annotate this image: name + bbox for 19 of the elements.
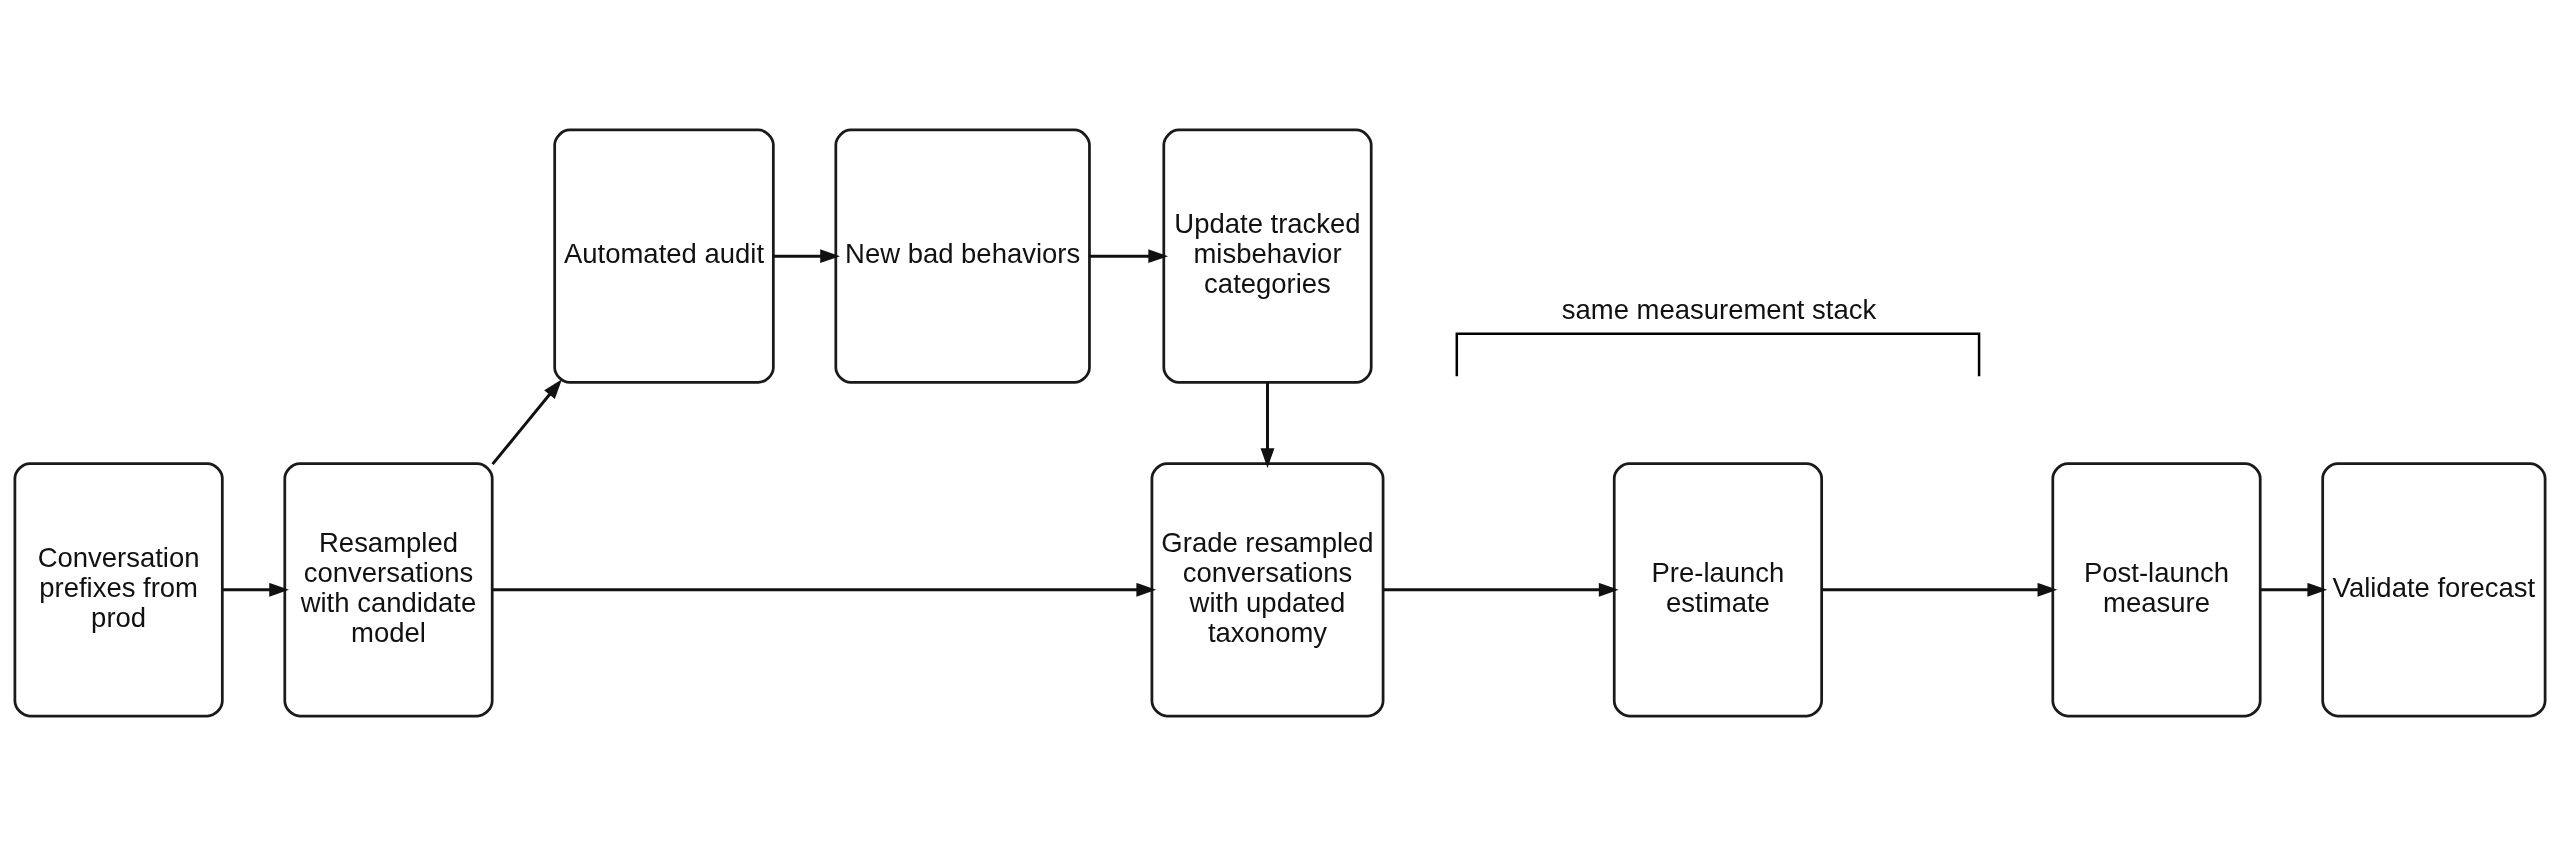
node-box: Conversation prefixes from prod bbox=[13, 462, 224, 718]
arrow bbox=[222, 582, 289, 597]
arrow bbox=[1822, 582, 2058, 597]
arrow bbox=[492, 582, 1157, 597]
arrow bbox=[1383, 582, 1619, 597]
node-box: Update tracked misbehavior categories bbox=[1162, 128, 1373, 384]
arrow bbox=[2260, 582, 2328, 597]
arrow bbox=[491, 379, 562, 466]
node-box: Post-launch measure bbox=[2051, 462, 2262, 718]
node-box: Grade resampled conversations with updated taxonomy bbox=[1150, 462, 1385, 718]
arrow bbox=[1089, 249, 1169, 264]
node-box: New bad behaviors bbox=[834, 128, 1091, 384]
node-box: Pre-launch estimate bbox=[1612, 462, 1824, 718]
node-box: Automated audit bbox=[553, 128, 775, 384]
node-box: Validate forecast bbox=[2321, 462, 2547, 718]
node-box: Resampled conversations with candidate model bbox=[283, 462, 494, 718]
arrow bbox=[1260, 382, 1275, 468]
label: same measurement stack bbox=[1561, 294, 1877, 326]
arrow bbox=[773, 249, 840, 264]
